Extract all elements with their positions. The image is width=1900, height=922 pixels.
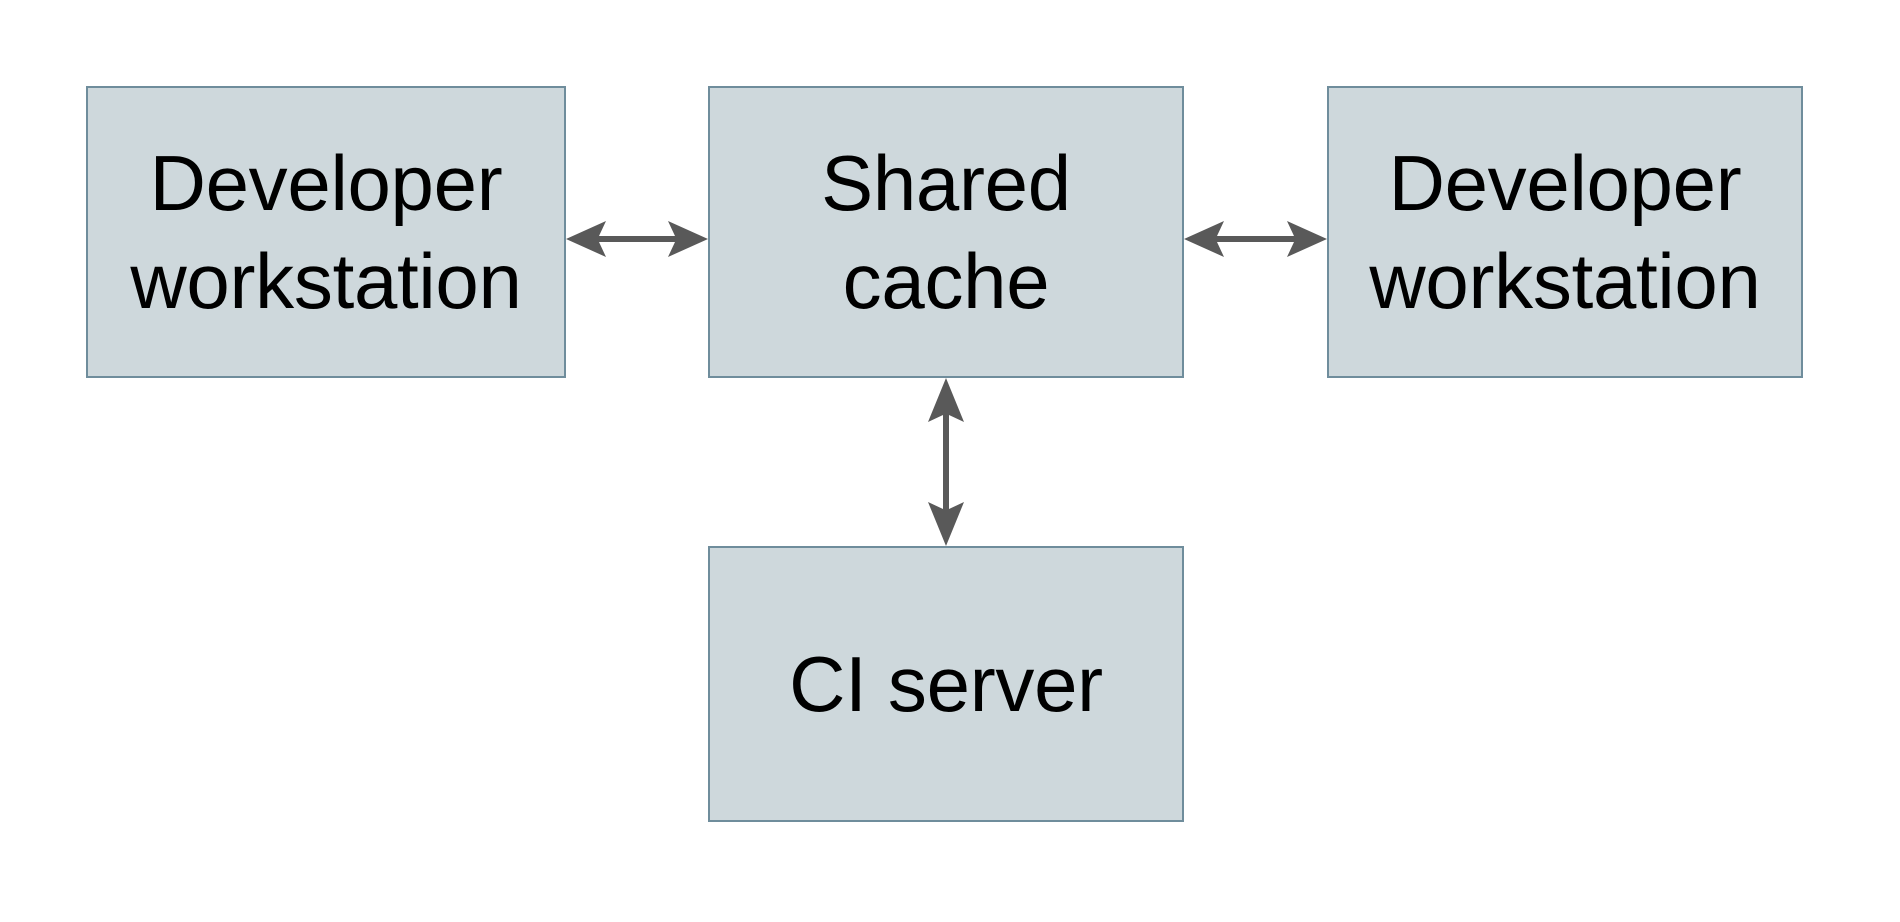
connector-cache-to-dev-right [1184,214,1327,264]
node-label-developer-workstation-right: Developer workstation [1369,138,1761,325]
connector-dev-left-to-cache [566,214,708,264]
node-label-shared-cache: Shared cache [821,138,1071,325]
node-label-developer-workstation-left: Developer workstation [130,138,522,325]
node-developer-workstation-left[interactable]: Developer workstation [86,86,566,378]
node-ci-server[interactable]: CI server [708,546,1184,822]
node-developer-workstation-right[interactable]: Developer workstation [1327,86,1803,378]
node-shared-cache[interactable]: Shared cache [708,86,1184,378]
node-label-ci-server: CI server [789,639,1103,728]
connector-cache-to-ci [921,378,971,546]
